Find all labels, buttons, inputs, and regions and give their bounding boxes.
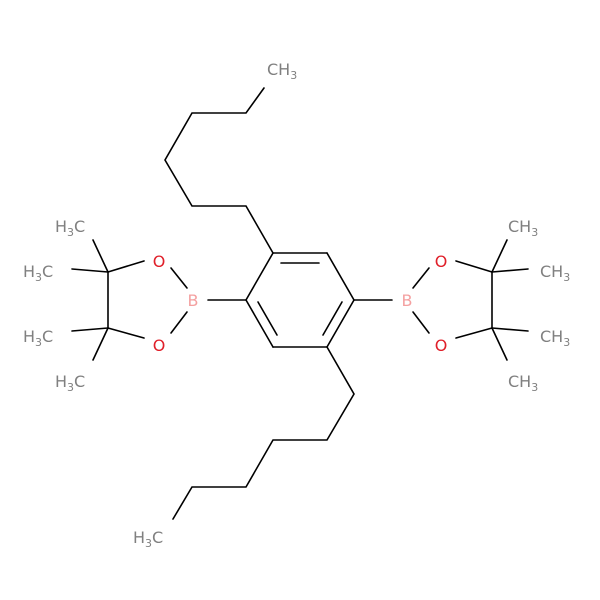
pinacol-right	[412, 239, 529, 361]
boron-left-label: B	[188, 291, 199, 310]
methyl-left-4-label: H3C	[55, 372, 85, 394]
methyl-left-1-label: H3C	[55, 217, 85, 239]
oxygen-right-bottom-label: O	[435, 336, 448, 355]
bottom-chain-methyl-label: H3C	[133, 528, 163, 550]
methyl-right-2-label: CH3	[540, 262, 570, 284]
oxygen-left-bottom-label: O	[153, 336, 166, 355]
oxygen-right-top-label: O	[435, 252, 448, 271]
top-chain-methyl-label: CH3	[267, 60, 297, 82]
methyl-right-1-label: CH3	[508, 217, 538, 239]
pinacol-left	[71, 239, 188, 361]
methyl-left-2-label: H3C	[23, 262, 53, 284]
hexyl-chain-top	[164, 87, 274, 254]
methyl-right-3-label: CH3	[540, 327, 570, 349]
methyl-left-3-label: H3C	[23, 327, 53, 349]
boron-right-label: B	[402, 291, 413, 310]
methyl-right-4-label: CH3	[508, 372, 538, 394]
oxygen-left-top-label: O	[153, 252, 166, 271]
benzene-ring	[245, 252, 355, 348]
hexyl-chain-bottom	[172, 346, 355, 520]
